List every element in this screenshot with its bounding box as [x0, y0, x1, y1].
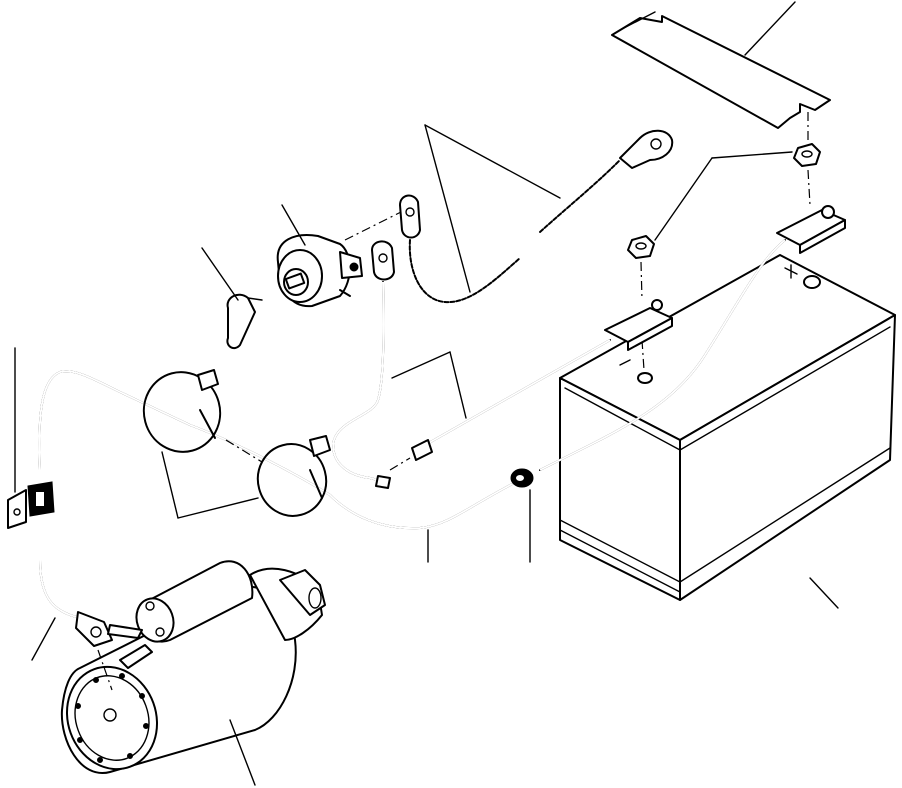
cable-ties: [142, 369, 331, 519]
battery-cable-long: [38, 239, 786, 619]
battery-cover-plate: [611, 1, 831, 129]
leader-line-switch: [281, 204, 306, 246]
ground-cable: [332, 240, 467, 489]
battery-disconnect-switch: [276, 204, 406, 308]
leader-line-ground: [391, 351, 451, 379]
battery-terminal-nut: [627, 112, 821, 371]
leader-line-battery: [809, 577, 839, 609]
negative-marking: [619, 359, 631, 366]
battery-clamp-terminals: [604, 205, 846, 351]
negative-post: [637, 372, 653, 384]
positive-post: [803, 275, 821, 289]
positive-marking: [784, 264, 798, 279]
leader-line-key: [201, 247, 239, 301]
end-cap-bolts: [75, 673, 149, 763]
leader-line-nut: [654, 157, 713, 241]
leader-line-ties: [161, 451, 179, 519]
braided-ground-strap: [399, 124, 674, 304]
starter-motor: [60, 560, 326, 786]
switch-key: [201, 247, 263, 349]
leader-line-starter: [229, 719, 256, 786]
cable-grommet: [510, 468, 534, 563]
leader-line-cover-plate: [744, 1, 796, 56]
leader-line-strap: [424, 124, 471, 293]
cable-clip: [7, 347, 55, 529]
battery: [559, 254, 896, 609]
starter-cable-end: [31, 611, 143, 691]
leader-line-starter-cable: [31, 617, 56, 661]
